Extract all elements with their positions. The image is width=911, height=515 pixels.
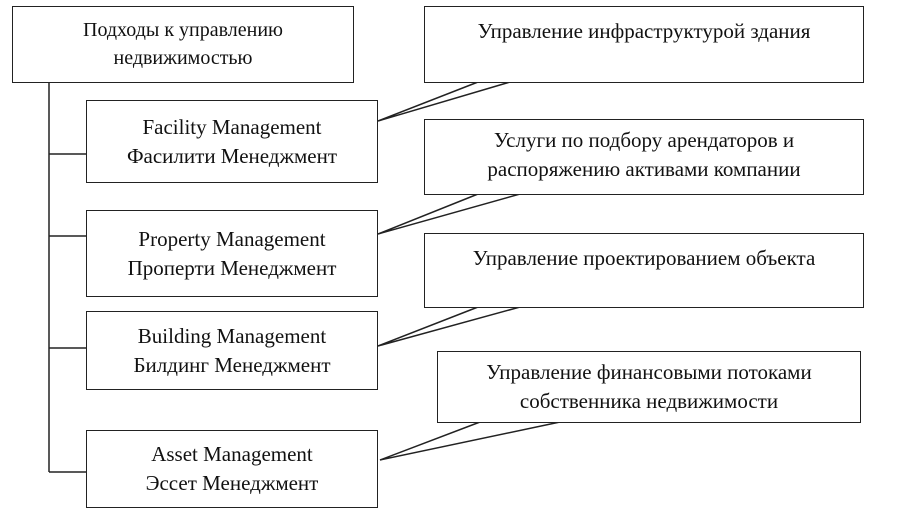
approach-ru-label: Проперти Менеджмент: [127, 255, 337, 280]
callout-text-line2: собственника недвижимости: [519, 388, 779, 413]
callout-box-2: Услуги по подбору арендаторов и распоряж…: [424, 119, 864, 195]
callout-pointer-4: [379, 421, 561, 461]
callout-pointer-2: [377, 193, 521, 235]
approach-en-label: Facility Management: [142, 114, 322, 139]
callout-text-line1: Управление инфраструктурой здания: [477, 19, 811, 43]
approach-en-label: Asset Management: [151, 442, 313, 467]
approach-ru-label: Билдинг Менеджмент: [133, 352, 331, 377]
approach-en-label: Property Management: [138, 226, 326, 251]
approach-property-box: Property Management Проперти Менеджмент: [86, 210, 378, 297]
callout-box-1: Управление инфраструктурой здания: [424, 6, 864, 83]
approach-asset-box: Asset Management Эссет Менеджмент: [86, 430, 378, 508]
callout-text-line1: Управление проектированием объекта: [472, 246, 816, 270]
callout-pointer-1: [377, 81, 511, 122]
approach-ru-label: Эссет Менеджмент: [145, 471, 319, 495]
approach-facility-box: Facility Management Фасилити Менеджмент: [86, 100, 378, 183]
callout-text-line1: Управление финансовыми потоками: [486, 360, 812, 384]
approach-building-box: Building Management Билдинг Менеджмент: [86, 311, 378, 390]
root-box: Подходы к управлению недвижимостью: [12, 6, 354, 83]
callout-box-4: Управление финансовыми потоками собствен…: [437, 351, 861, 423]
root-title-line2: недвижимостью: [113, 46, 253, 69]
callout-text-line1: Услуги по подбору арендаторов и: [493, 128, 795, 152]
root-title-line1: Подходы к управлению: [83, 18, 283, 41]
callout-box-3: Управление проектированием объекта: [424, 233, 864, 308]
callout-pointer-3: [377, 306, 521, 347]
approach-ru-label: Фасилити Менеджмент: [126, 143, 338, 168]
approach-en-label: Building Management: [137, 323, 327, 348]
callout-text-line2: распоряжению активами компании: [487, 156, 801, 181]
